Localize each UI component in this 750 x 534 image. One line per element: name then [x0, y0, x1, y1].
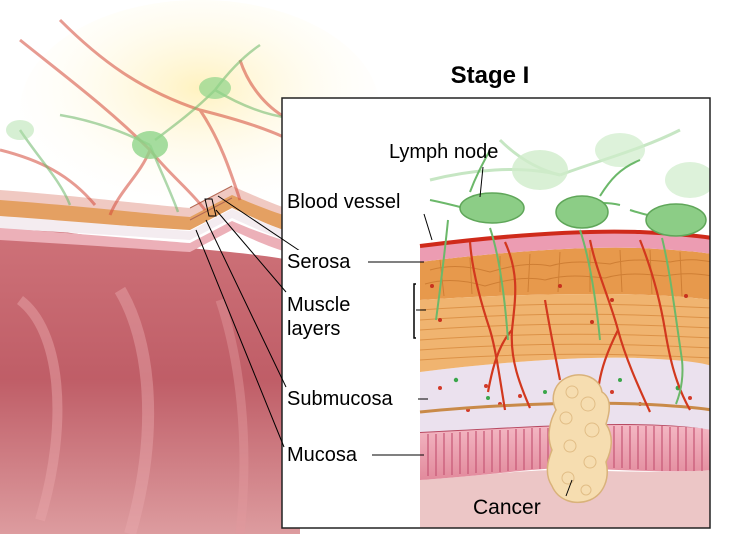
label-lymph-node: Lymph node [389, 141, 499, 163]
wall-band-muscle [0, 195, 300, 236]
wall-band-serosa [0, 186, 300, 226]
label-cancer: Cancer [473, 496, 541, 519]
label-mucosa: Mucosa [286, 443, 359, 467]
cancer-mass [546, 374, 612, 504]
label-muscle-line2: layers [287, 318, 341, 340]
wall-band-submucosa [0, 209, 300, 244]
wall-band-mucosa [0, 221, 300, 256]
overview-lymph-node [132, 131, 168, 159]
leader-lines [195, 166, 573, 497]
stage-title: Stage I [450, 62, 530, 89]
muscle-layer-outer [420, 247, 710, 300]
overview-lymph-node [199, 77, 231, 99]
muscle-layer-inner [420, 294, 710, 372]
label-submucosa: Submucosa [286, 387, 394, 411]
label-muscle-line1: Muscle [287, 294, 351, 316]
inset-marker [204, 198, 217, 217]
blood-vessels [468, 239, 691, 413]
label-serosa: Serosa [286, 250, 352, 274]
label-blood-vessel: Blood vessel [286, 190, 402, 214]
inset-frame [281, 97, 711, 529]
lymph-nodes [459, 192, 707, 237]
label-muscle-layers: Muscle layers [286, 293, 372, 341]
